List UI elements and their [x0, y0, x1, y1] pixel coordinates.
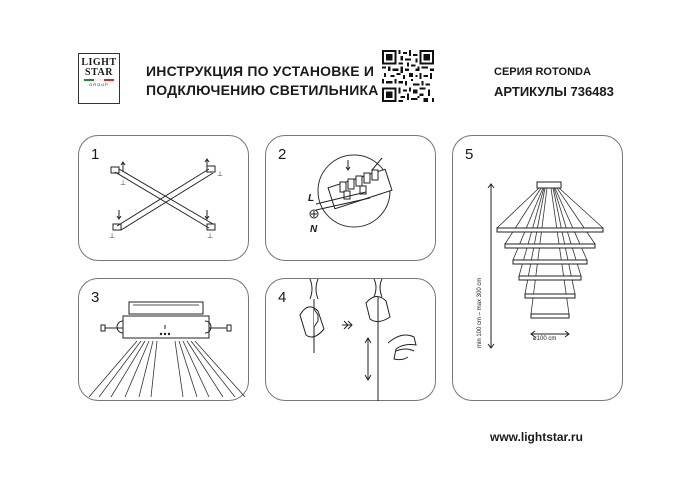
step-number: 5	[465, 146, 474, 163]
live-wire-label: L	[308, 193, 315, 204]
logo-flag	[84, 79, 114, 81]
step-number: 1	[91, 146, 100, 163]
series-label: СЕРИЯ ROTONDA	[494, 66, 591, 78]
logo-line2: STAR	[85, 67, 113, 78]
article-label: АРТИКУЛЫ 736483	[494, 84, 614, 99]
chandelier-dimension-diagram	[487, 181, 604, 349]
step-number: 3	[91, 289, 100, 306]
step-3-panel: 3	[78, 278, 249, 401]
website-link[interactable]: www.lightstar.ru	[490, 430, 583, 444]
step-number: 2	[278, 146, 287, 163]
step-2-panel: 2 L N	[265, 135, 436, 261]
neutral-wire-label: N	[310, 224, 318, 235]
step-1-panel: 1 ⊥ ⊥ ⊥ ⊥	[78, 135, 249, 261]
diameter-dimension-label: ø100 cm	[533, 336, 557, 342]
brand-logo: LIGHT STAR GROUP	[78, 53, 120, 104]
step-4-panel: 4	[265, 278, 436, 401]
logo-line1: LIGHT	[81, 57, 117, 68]
logo-line3: GROUP	[89, 82, 109, 87]
height-dimension-label: min 100 cm – max 300 cm	[477, 277, 483, 348]
page-title: ИНСТРУКЦИЯ ПО УСТАНОВКЕ И ПОДКЛЮЧЕНИЮ СВ…	[146, 63, 379, 98]
step-5-panel: 5 min 100 cm – max 300 cm ø100 cm	[452, 135, 623, 401]
wiring-diagram	[309, 154, 393, 228]
svg-text:⊥: ⊥	[217, 171, 223, 178]
svg-text:⊥: ⊥	[120, 180, 126, 187]
step-number: 4	[278, 289, 287, 306]
svg-text:⊥: ⊥	[207, 233, 213, 240]
cross-bracket-diagram: ⊥ ⊥ ⊥ ⊥	[109, 158, 223, 240]
qr-code	[382, 50, 434, 102]
svg-text:⊥: ⊥	[109, 233, 115, 240]
canopy-cable-diagram	[88, 301, 246, 398]
cable-adjust-diagram	[299, 279, 417, 401]
